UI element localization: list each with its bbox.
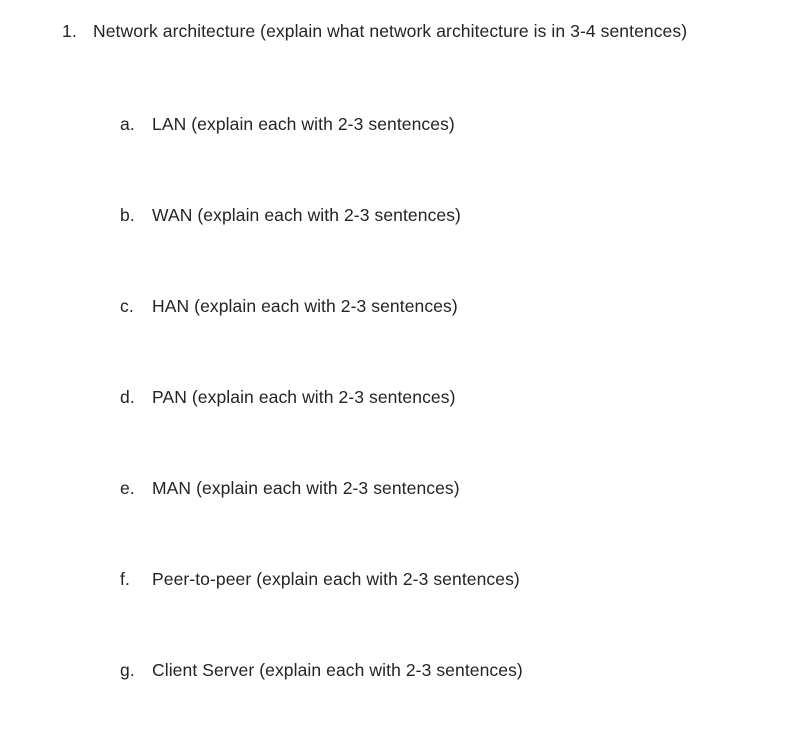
list-item: d. PAN (explain each with 2-3 sentences) [120,385,523,476]
list-item-text: MAN (explain each with 2-3 sentences) [152,478,460,498]
list-item-text: Network architecture (explain what netwo… [93,21,688,41]
list-marker: e. [120,478,135,498]
document-page: 1. Network architecture (explain what ne… [62,19,688,680]
list-marker: d. [120,387,135,407]
list-item-text: HAN (explain each with 2-3 sentences) [152,296,458,316]
list-item: g. Client Server (explain each with 2-3 … [120,658,523,749]
list-marker: g. [120,660,135,680]
list-marker: 1. [62,21,77,41]
list-item: 1. Network architecture (explain what ne… [62,19,687,43]
list-item: e. MAN (explain each with 2-3 sentences) [120,476,523,567]
list-item: f. Peer-to-peer (explain each with 2-3 s… [120,567,523,658]
outline-level-1-list: 1. Network architecture (explain what ne… [62,19,687,43]
list-item-text: Peer-to-peer (explain each with 2-3 sent… [152,569,520,589]
list-item: a. LAN (explain each with 2-3 sentences) [120,112,523,203]
list-item-text: Client Server (explain each with 2-3 sen… [152,660,523,680]
list-marker: b. [120,205,135,225]
list-item-text: PAN (explain each with 2-3 sentences) [152,387,456,407]
list-marker: a. [120,114,135,134]
list-item-text: LAN (explain each with 2-3 sentences) [152,114,455,134]
list-marker: f. [120,569,130,589]
list-marker: c. [120,296,134,316]
list-item-text: WAN (explain each with 2-3 sentences) [152,205,461,225]
list-item: c. HAN (explain each with 2-3 sentences) [120,294,523,385]
outline-level-2-list: a. LAN (explain each with 2-3 sentences)… [120,112,523,749]
list-item: b. WAN (explain each with 2-3 sentences) [120,203,523,294]
